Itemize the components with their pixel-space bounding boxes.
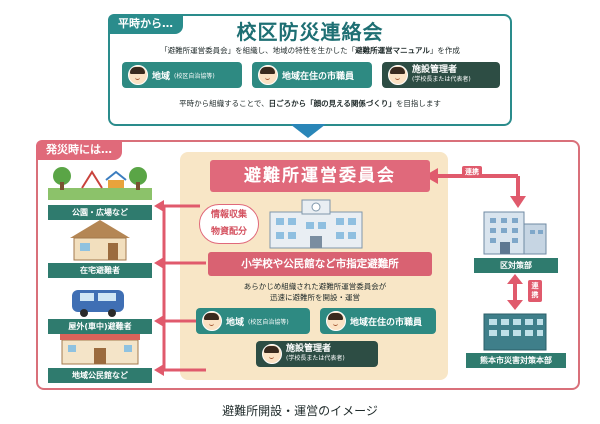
school-district-council-title: 校区防災連絡会 — [236, 20, 384, 44]
relationship-highlight: 日ごろから「顔の見える関係づくり」 — [268, 99, 396, 108]
member-label: 地域在住の市職員 — [350, 317, 423, 328]
city-hq-icon — [483, 313, 547, 351]
school-building-icon — [269, 199, 363, 249]
info-supply-bubble: 情報収集 物資配分 — [199, 204, 259, 244]
disaster-time-tag: 発災時には… — [36, 140, 122, 160]
ward-office-label: 区対策部 — [474, 258, 558, 273]
city-hq-label: 熊本市災害対策本部 — [466, 353, 566, 368]
place-car-evacuees: 屋外(車中)避難者 — [48, 319, 152, 334]
person-icon — [258, 65, 278, 85]
top-member-community: 地域 (校区自治協等) — [122, 62, 242, 88]
member-label: 地域 — [152, 71, 171, 82]
bottom-member-community: 地域 (校区自治協等) — [196, 308, 310, 334]
person-icon — [326, 311, 346, 331]
park-icon — [48, 167, 152, 200]
member-label: 地域在住の市職員 — [282, 71, 355, 82]
member-sub: (校区自治協等) — [248, 318, 289, 326]
supply-distribution-label: 物資配分 — [210, 227, 247, 237]
place-park: 公園・広場など — [48, 205, 152, 220]
committee-note-tail: 」を作成 — [429, 46, 460, 55]
relationship-note-tail: を目指します — [395, 99, 441, 108]
member-label: 地域 — [226, 317, 245, 328]
normal-time-tag: 平時から… — [108, 14, 183, 34]
top-member-facility-manager: 施設管理者 (学校長または代表者) — [382, 62, 500, 88]
place-home-evacuees: 在宅避難者 — [48, 263, 152, 278]
info-collection-label: 情報収集 — [210, 210, 247, 220]
person-icon — [128, 65, 148, 85]
member-sub: (学校長または代表者) — [286, 355, 345, 362]
car-icon — [72, 290, 124, 317]
relationship-note: 平時から組織することで、日ごろから「顔の見える関係づくり」を目指します — [108, 98, 512, 109]
place-community-hall: 地域公民館など — [48, 368, 152, 383]
ward-office-icon — [483, 211, 547, 255]
down-arrow-icon — [290, 124, 326, 138]
member-sub: (校区自治協等) — [174, 72, 215, 80]
manual-highlight: 避難所運営マニュアル — [355, 46, 430, 55]
person-icon — [388, 65, 408, 85]
shelter-note: あらかじめ組織された避難所運営委員会が 迅速に避難所を開設・運営 — [190, 281, 440, 303]
relationship-note-text: 平時から組織することで、 — [179, 99, 269, 108]
bottom-member-city-staff: 地域在住の市職員 — [320, 308, 436, 334]
shelter-note-line: 迅速に避難所を開設・運営 — [270, 293, 360, 302]
liaison-tag-vertical: 連 携 — [528, 280, 542, 302]
committee-note: 「避難所運営委員会」を組織し、地域の特性を生かした「避難所運営マニュアル」を作成 — [108, 45, 512, 56]
member-label: 施設管理者 — [412, 65, 458, 75]
hq-connector — [507, 274, 523, 310]
top-member-city-staff: 地域在住の市職員 — [252, 62, 372, 88]
liaison-char: 連 — [531, 282, 539, 290]
member-sub: (学校長または代表者) — [412, 76, 471, 83]
person-icon — [262, 344, 282, 364]
liaison-char: 携 — [531, 291, 539, 299]
bottom-member-facility-manager: 施設管理者 (学校長または代表者) — [256, 341, 378, 367]
figure-caption: 避難所開設・運営のイメージ — [222, 404, 378, 418]
member-label: 施設管理者 — [286, 344, 332, 354]
left-connector — [154, 200, 206, 376]
person-icon — [202, 311, 222, 331]
shelter-committee-title: 避難所運営委員会 — [210, 160, 430, 192]
designated-shelter-label: 小学校や公民館など市指定避難所 — [208, 252, 432, 276]
house-icon — [70, 220, 130, 261]
committee-note-text: 「避難所運営委員会」を組織し、地域の特性を生かした「 — [160, 46, 356, 55]
community-hall-icon — [60, 334, 140, 365]
disaster-time-panel — [36, 140, 580, 390]
shelter-note-line: あらかじめ組織された避難所運営委員会が — [243, 282, 387, 291]
liaison-tag-horizontal: 連携 — [462, 166, 482, 178]
